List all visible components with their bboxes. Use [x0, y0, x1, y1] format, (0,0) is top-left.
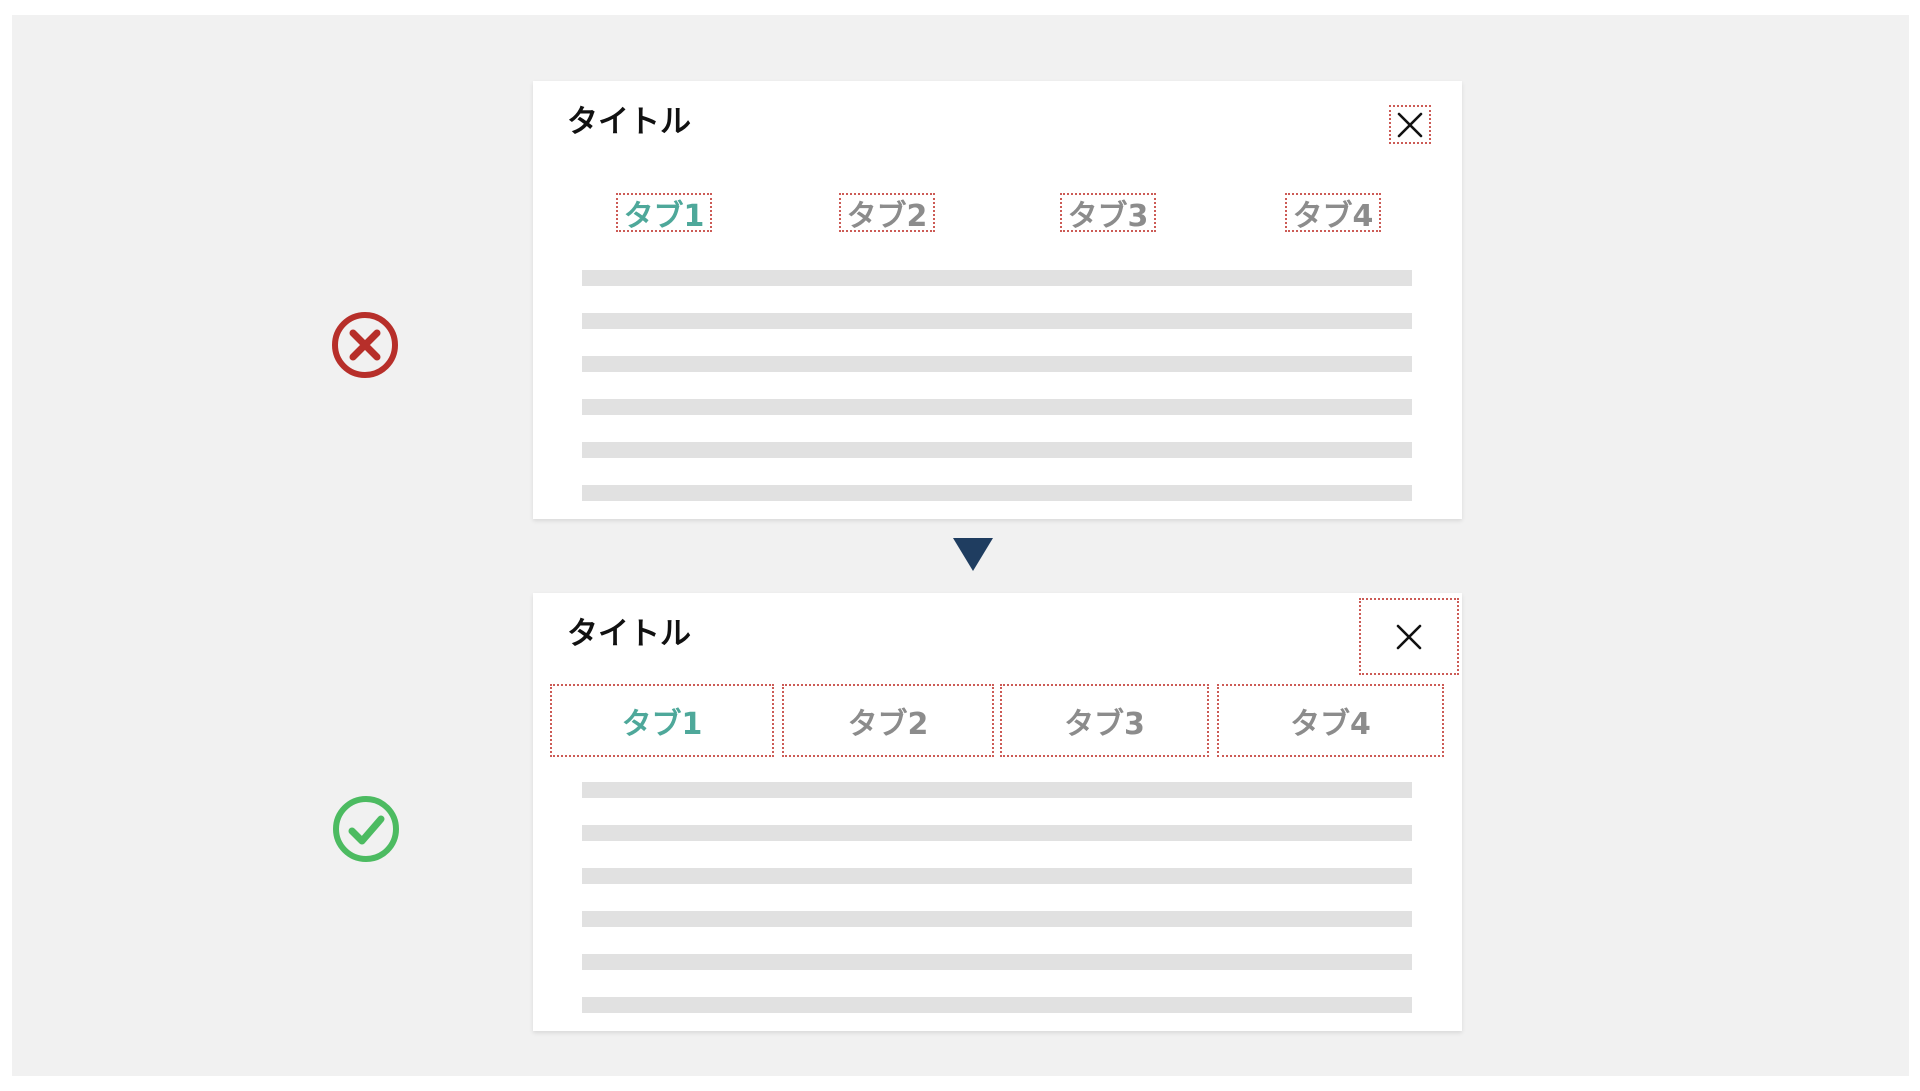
tab-1[interactable]: タブ1 [550, 684, 774, 757]
good-example-dialog: タイトル タブ1 タブ2 タブ3 タブ4 [533, 593, 1462, 1031]
close-icon [1397, 112, 1423, 137]
placeholder-line [582, 485, 1412, 501]
placeholder-line [582, 399, 1412, 415]
tab-2[interactable]: タブ2 [839, 193, 935, 234]
placeholder-line [582, 954, 1412, 970]
tab-4[interactable]: タブ4 [1285, 193, 1381, 234]
placeholder-line [582, 442, 1412, 458]
bad-example-dialog: タイトル タブ1 タブ2 タブ3 タブ4 [533, 81, 1462, 519]
tab-3[interactable]: タブ3 [1060, 193, 1156, 234]
close-icon [1396, 624, 1422, 649]
placeholder-line [582, 356, 1412, 372]
tab-1[interactable]: タブ1 [616, 193, 712, 234]
placeholder-line [582, 782, 1412, 798]
tab-2[interactable]: タブ2 [782, 684, 994, 757]
placeholder-line [582, 997, 1412, 1013]
tab-3[interactable]: タブ3 [1000, 684, 1209, 757]
dialog-title: タイトル [567, 616, 691, 652]
placeholder-line [582, 270, 1412, 286]
close-button[interactable] [1359, 598, 1459, 675]
placeholder-line [582, 868, 1412, 884]
close-button[interactable] [1389, 105, 1431, 144]
dialog-title: タイトル [567, 104, 691, 140]
circle-check-icon [333, 796, 399, 862]
triangle-down-icon [953, 538, 993, 571]
placeholder-line [582, 911, 1412, 927]
example-canvas: タイトル タブ1 タブ2 タブ3 タブ4 タイトル タブ1 タブ2 タブ3 タブ… [12, 15, 1909, 1076]
circle-x-icon [332, 312, 398, 378]
placeholder-line [582, 313, 1412, 329]
placeholder-line [582, 825, 1412, 841]
tab-4[interactable]: タブ4 [1217, 684, 1444, 757]
